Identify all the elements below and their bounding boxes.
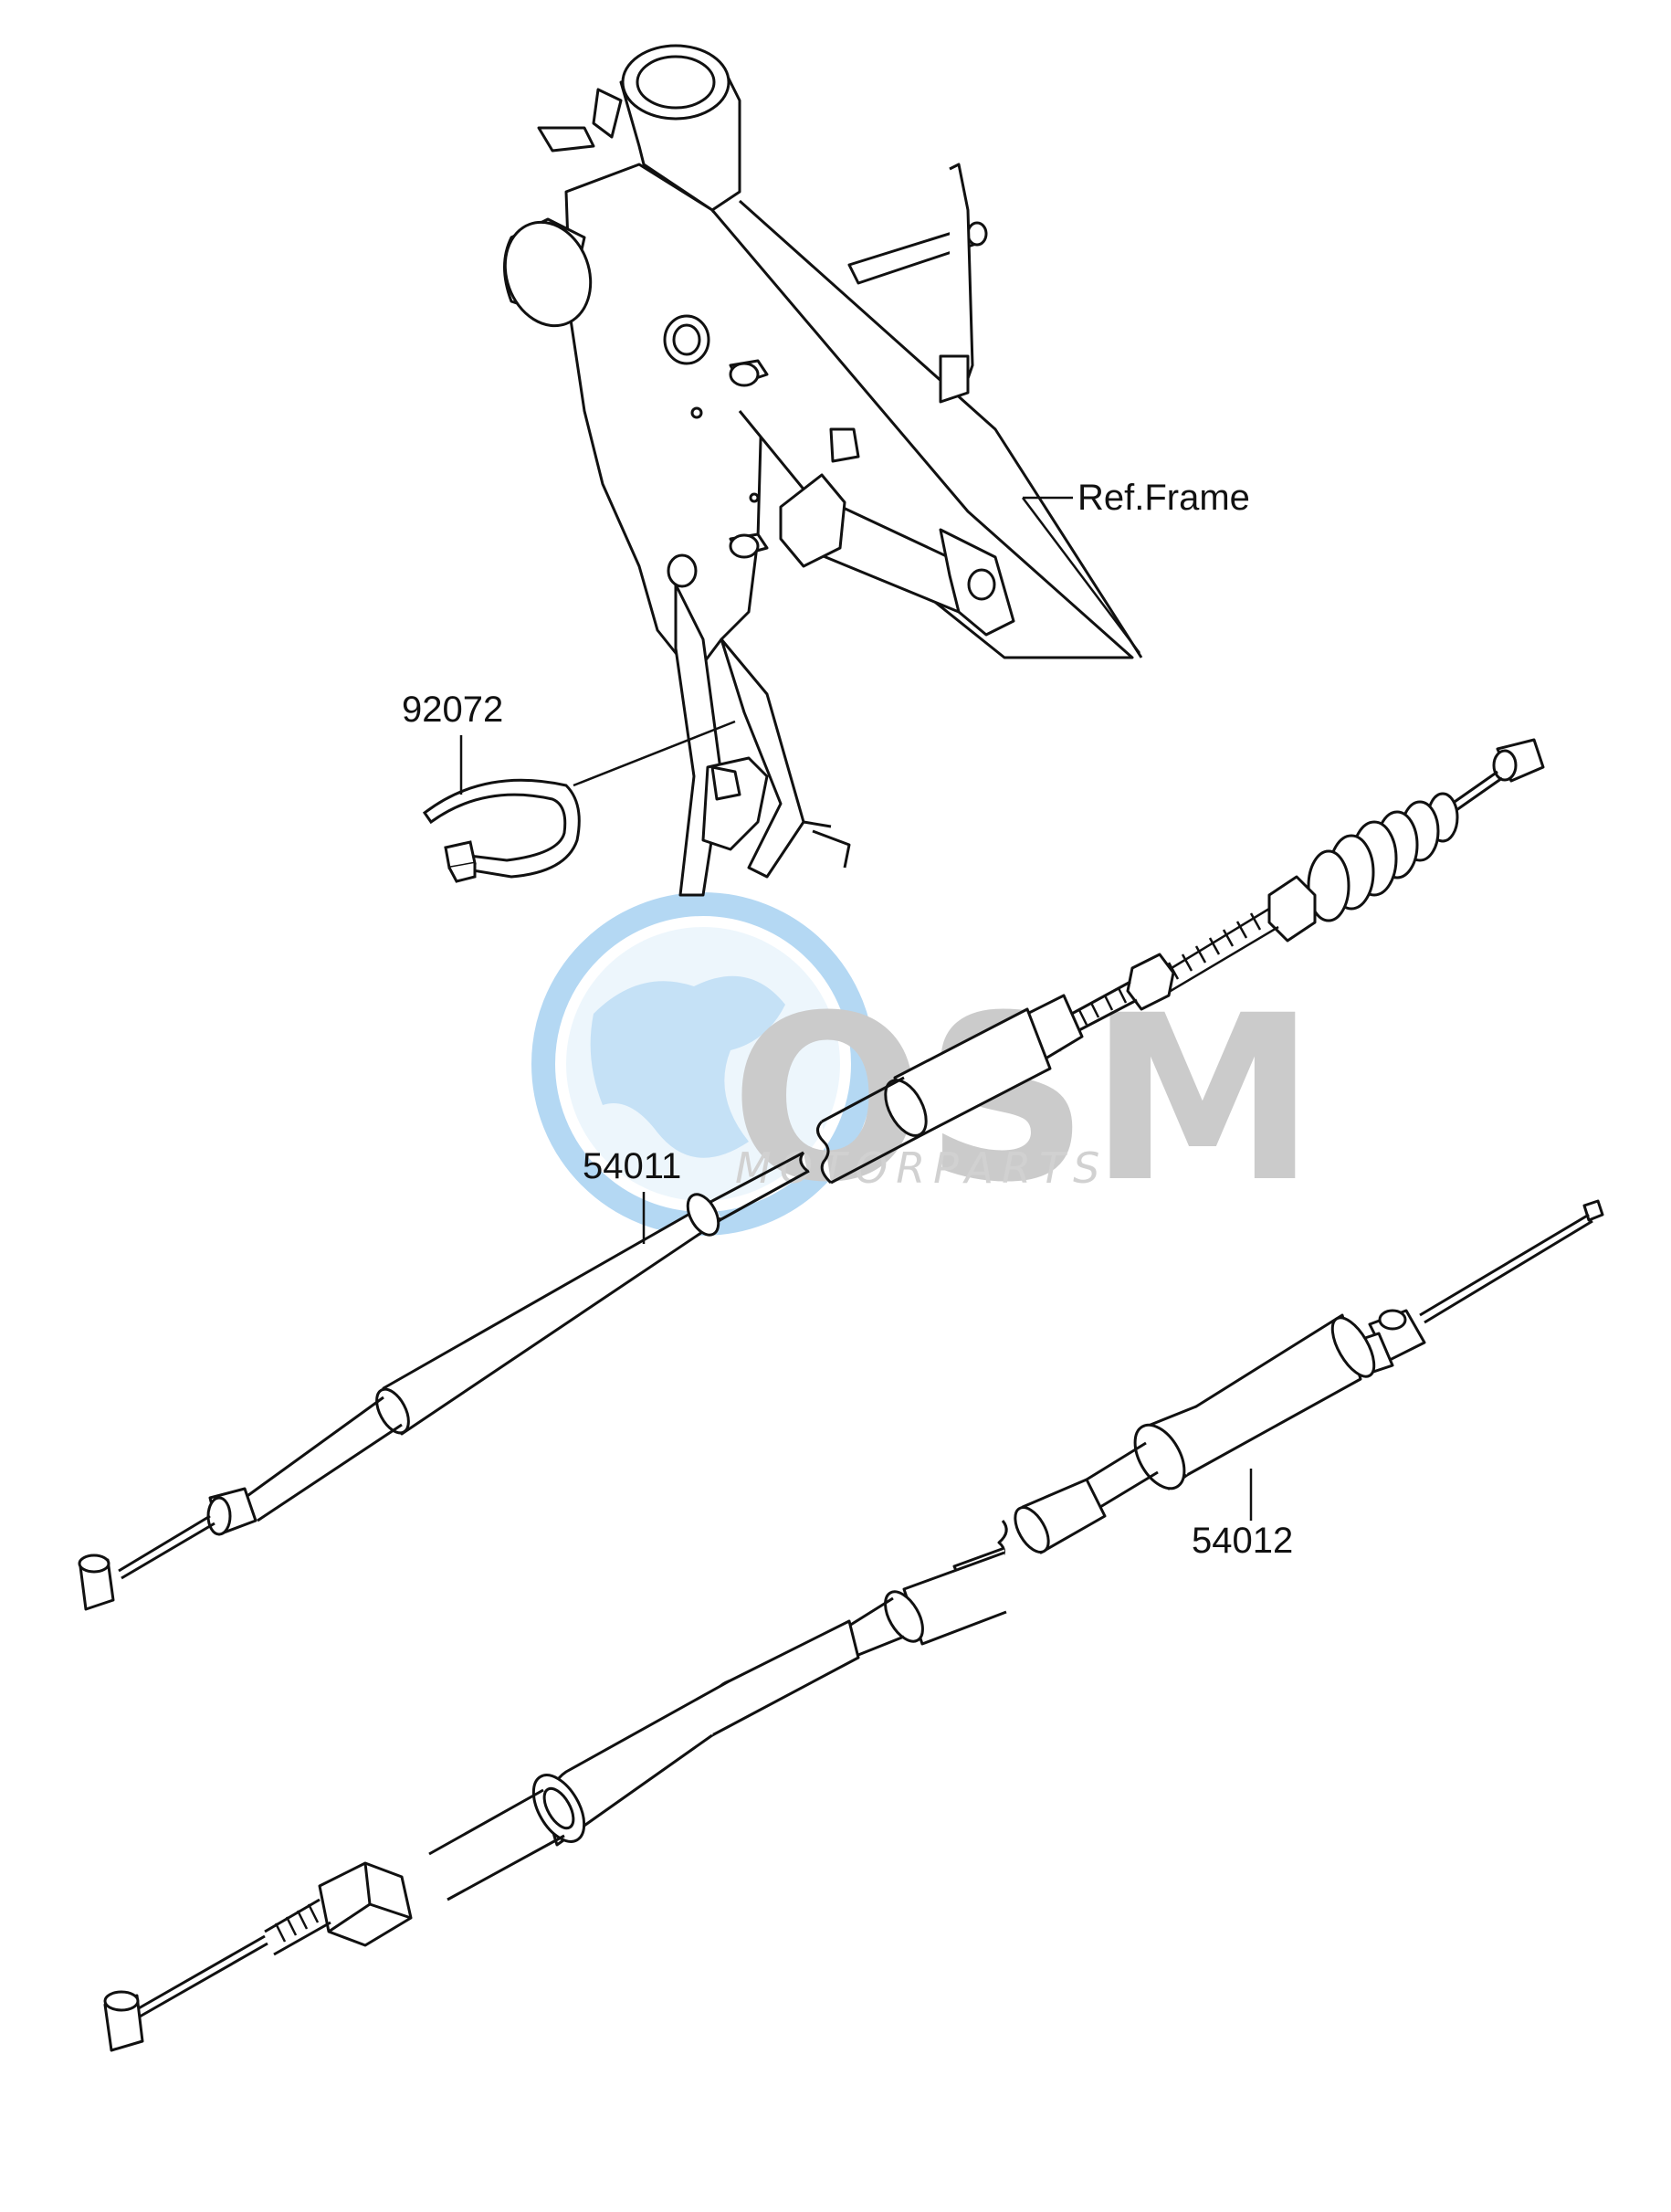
leader-lines — [459, 496, 1253, 1521]
label-ref-frame: Ref.Frame — [1077, 478, 1250, 518]
clamp-92072 — [422, 778, 581, 883]
watermark-subtitle: MOTORPARTS — [735, 1143, 1108, 1193]
cable-54012 — [103, 1199, 1604, 2052]
label-92072: 92072 — [402, 690, 503, 730]
frame-drawing — [503, 44, 1143, 897]
cable-54011 — [78, 738, 1545, 1611]
label-54011: 54011 — [583, 1146, 681, 1186]
label-54012: 54012 — [1192, 1521, 1293, 1561]
